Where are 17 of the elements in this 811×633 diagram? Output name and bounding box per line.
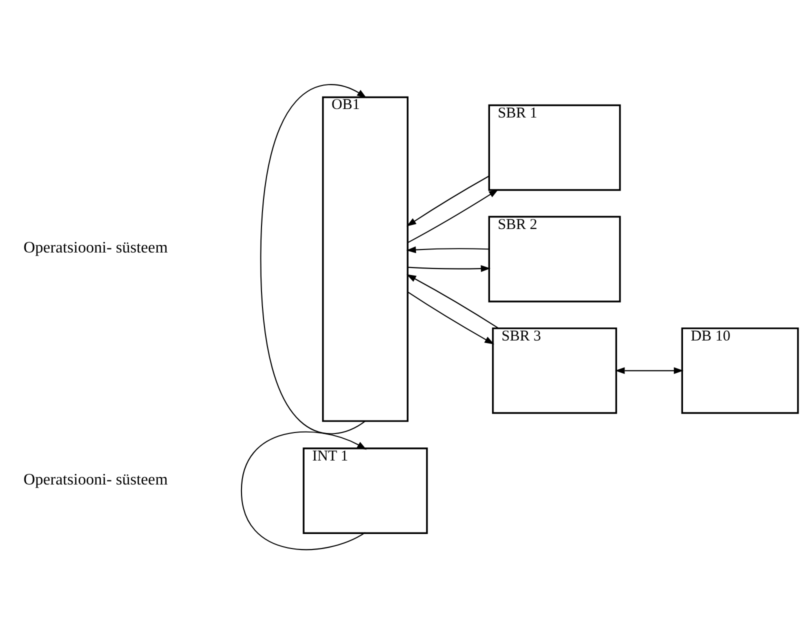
arrow (408, 264, 491, 272)
label: Operatsiooni- süsteem (23, 470, 168, 488)
node-box: SBR 3 (492, 326, 618, 414)
node-box: SBR 1 (488, 104, 621, 190)
arrow (406, 274, 498, 328)
node-box: INT 1 (302, 447, 428, 534)
arrow (406, 175, 490, 226)
label: Operatsiooni- süsteem (23, 239, 168, 256)
arrow (240, 430, 367, 550)
arrow (408, 188, 499, 243)
arrow (260, 84, 367, 434)
arrow (408, 291, 494, 344)
arrow (406, 246, 489, 253)
arrow (615, 366, 684, 374)
node-box: SBR 2 (488, 215, 621, 302)
node-box: OB1 (322, 96, 408, 422)
node-box: DB 10 (681, 326, 799, 414)
